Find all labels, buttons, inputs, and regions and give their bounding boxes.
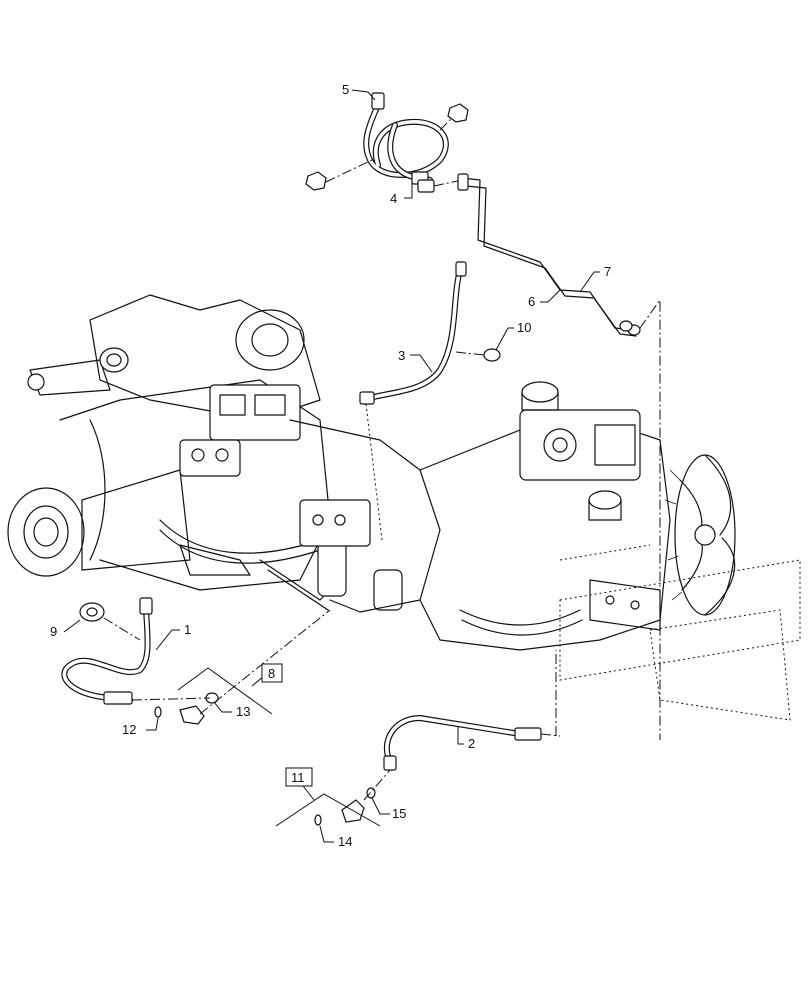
callout-13: 13	[236, 704, 250, 719]
engine-assembly	[419, 381, 801, 721]
callout-2: 2	[468, 736, 475, 751]
hose-2	[314, 650, 561, 826]
callout-6: 6	[528, 294, 535, 309]
callout-11: 11	[291, 770, 305, 785]
callout-1: 1	[184, 622, 191, 637]
hex-nut-right	[447, 103, 469, 123]
callout-10: 10	[517, 320, 531, 335]
callout-4: 4	[390, 191, 397, 206]
callout-15: 15	[392, 806, 406, 821]
callout-5: 5	[342, 82, 349, 97]
grommet-9	[79, 602, 105, 622]
callout-11-box	[285, 767, 313, 787]
o-ring-12	[154, 706, 162, 718]
callout-8: 8	[268, 666, 275, 681]
callout-14: 14	[338, 834, 352, 849]
elbow-fitting-left	[179, 705, 205, 725]
callout-9: 9	[50, 624, 57, 639]
hex-nut-left	[305, 171, 327, 191]
callout-12: 12	[122, 722, 136, 737]
hose-1	[61, 597, 331, 725]
callout-labels: 5 4 6 7 10 3 1 9 12 13 8 2 11 15 14	[50, 82, 611, 849]
rear-axle-transmission	[7, 294, 441, 613]
o-ring-14	[314, 814, 322, 826]
plug-fitting-10	[483, 348, 501, 362]
callout-7: 7	[604, 264, 611, 279]
callout-3: 3	[398, 348, 405, 363]
leader-lines	[63, 89, 600, 843]
hose-3	[359, 261, 501, 541]
cooling-fan	[664, 454, 736, 616]
hose-fitting-top	[371, 92, 385, 110]
callout-8-box	[261, 663, 283, 683]
o-ring-15	[366, 787, 376, 799]
